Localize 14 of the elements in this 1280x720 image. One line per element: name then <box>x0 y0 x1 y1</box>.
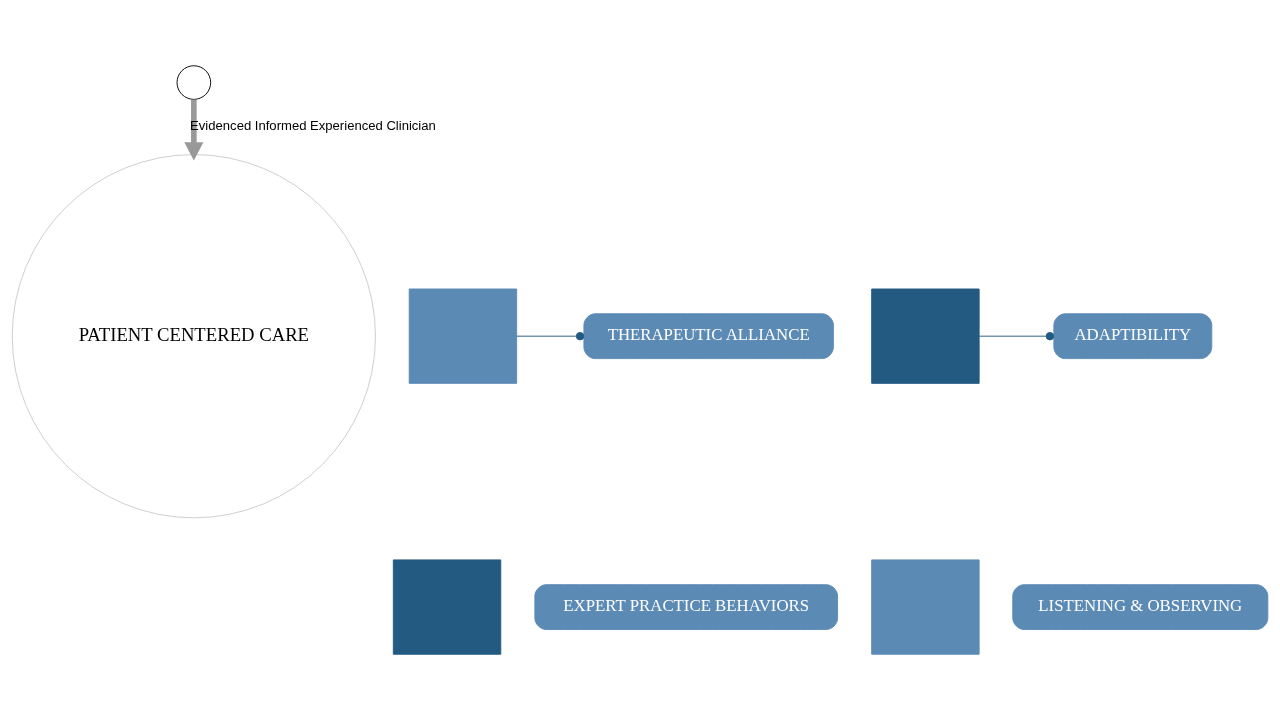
node-box: ADAPTIBILITY <box>1053 313 1213 360</box>
node-person <box>176 65 212 100</box>
edge-label: Evidenced Informed Experienced Clinician <box>190 118 436 134</box>
node-box <box>871 288 980 384</box>
arrow <box>184 99 204 161</box>
node-box <box>408 288 518 384</box>
node-box <box>392 559 502 655</box>
node-circle: PATIENT CENTERED CARE <box>11 154 376 519</box>
node-box: THERAPEUTIC ALLIANCE <box>583 313 834 360</box>
node-box <box>871 559 980 655</box>
connector <box>516 331 585 341</box>
connector <box>978 331 1055 341</box>
node-box: LISTENING & OBSERVING <box>1012 584 1269 630</box>
node-box: EXPERT PRACTICE BEHAVIORS <box>534 584 839 630</box>
